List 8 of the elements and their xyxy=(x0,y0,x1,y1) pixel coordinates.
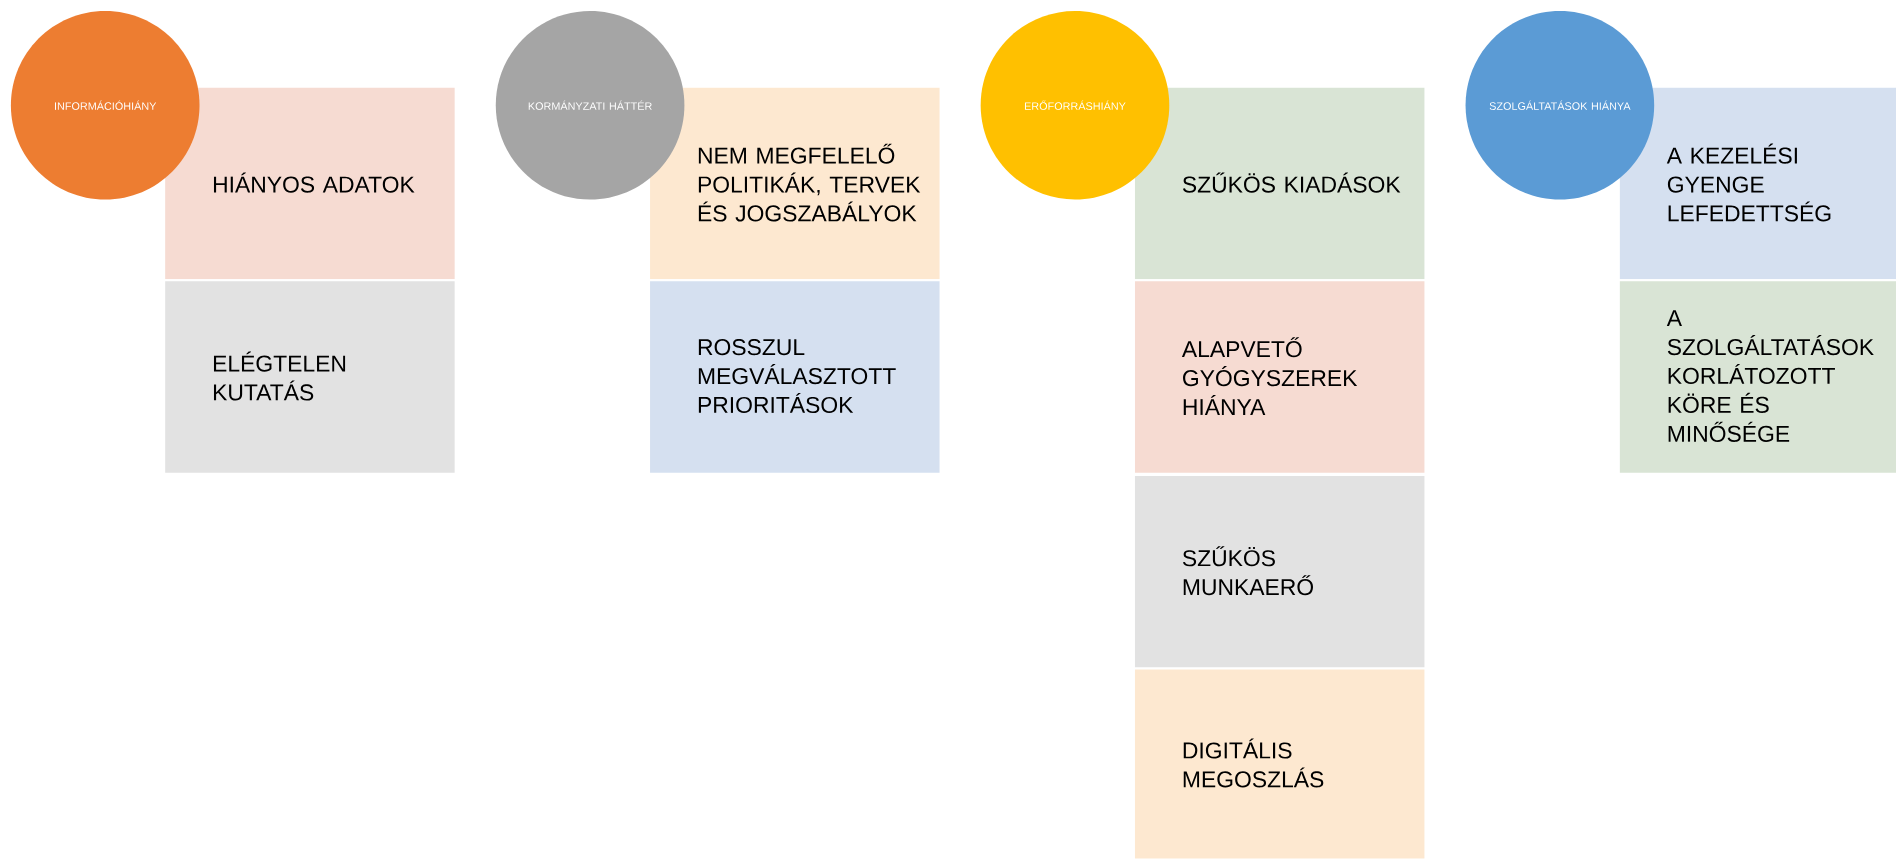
category-box: ELÉGTELEN KUTATÁS xyxy=(163,279,457,475)
category-box: ALAPVETŐ GYÓGYSZEREK HIÁNYA xyxy=(1133,279,1427,475)
category-box: ROSSZUL MEGVÁLASZTOTT PRIORITÁSOK xyxy=(648,279,942,475)
category-box: SZŰKÖS MUNKAERŐ xyxy=(1133,474,1427,670)
category-box: A SZOLGÁLTATÁSOK KORLÁTOZOTT KÖRE ÉS MINŐSÉGE xyxy=(1617,279,1896,475)
category-box: SZŰKÖS KIADÁSOK xyxy=(1133,86,1427,282)
category-box: DIGITÁLIS MEGOSZLÁS xyxy=(1133,667,1427,859)
category-box: HIÁNYOS ADATOK xyxy=(163,86,457,282)
